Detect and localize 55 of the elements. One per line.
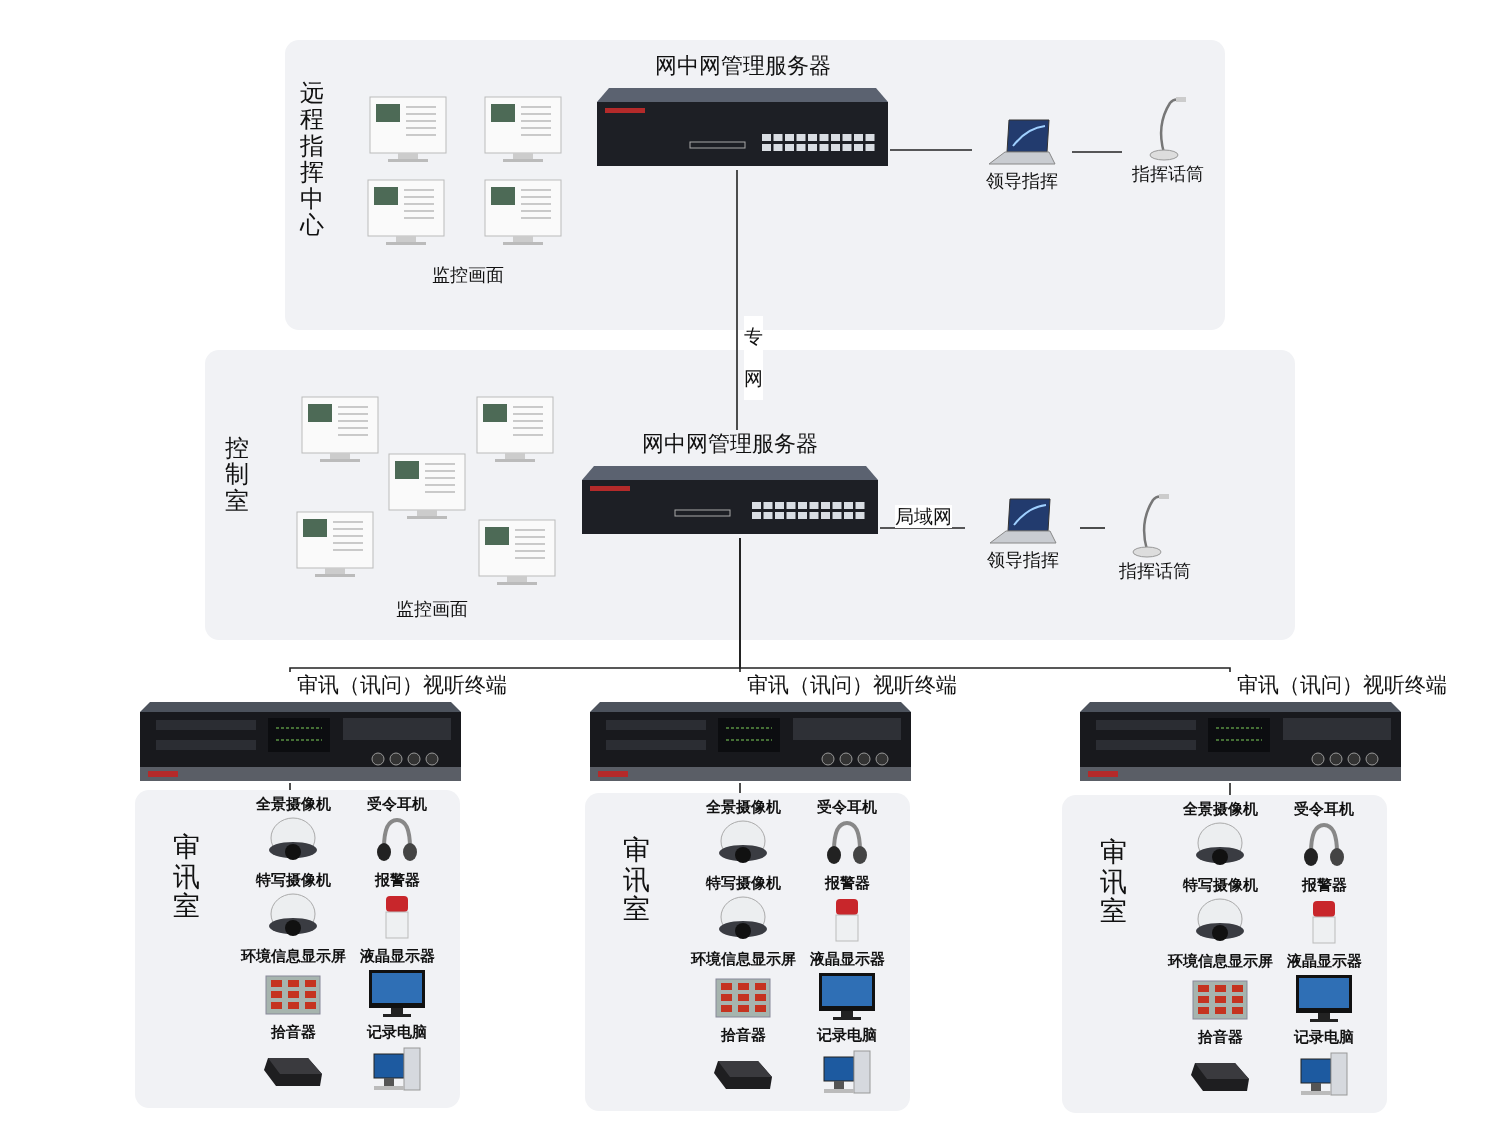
connector-line	[739, 537, 1231, 673]
device-label: 液晶显示器	[359, 947, 435, 966]
device-label: 监控画面	[431, 264, 504, 287]
device-label: 报警器	[1301, 876, 1347, 895]
device-label: 液晶显示器	[1286, 952, 1362, 971]
device-label: 报警器	[824, 874, 870, 893]
device-label: 拾音器	[720, 1026, 766, 1045]
device-label: 全景摄像机	[255, 795, 331, 814]
device-label: 全景摄像机	[1182, 800, 1258, 819]
device-label: 环境信息显示屏	[240, 947, 346, 966]
connector-line	[289, 782, 291, 791]
zone-title: 远程指挥中心	[300, 80, 324, 239]
device-label: 特写摄像机	[705, 874, 781, 893]
connector-line	[889, 149, 973, 151]
connector-line	[739, 782, 741, 794]
zone-title: 审讯室	[1100, 837, 1127, 927]
zone-title: 审讯室	[623, 835, 650, 925]
device-label: 拾音器	[270, 1023, 316, 1042]
device-label: 液晶显示器	[809, 950, 885, 969]
zone-panel	[585, 793, 910, 1111]
device-label: 拾音器	[1197, 1028, 1243, 1047]
connector-line	[1229, 782, 1231, 796]
edge-label: 专网	[744, 316, 763, 400]
device-label: 指挥话筒	[1119, 560, 1191, 583]
zone-title: 审讯室	[173, 832, 200, 922]
device-label: 审讯（讯问）视听终端	[1237, 672, 1447, 699]
device-label: 环境信息显示屏	[1167, 952, 1273, 971]
device-label: 环境信息显示屏	[690, 950, 796, 969]
device-label: 网中网管理服务器	[642, 430, 818, 458]
connector-line	[879, 527, 966, 529]
device-label: 报警器	[374, 871, 420, 890]
device-label: 受令耳机	[1294, 800, 1354, 819]
device-label: 记录电脑	[367, 1023, 427, 1042]
device-label: 监控画面	[396, 598, 468, 621]
zone-panel	[135, 790, 460, 1108]
device-label: 审讯（讯问）视听终端	[297, 672, 507, 699]
connector-line	[736, 169, 738, 431]
connector-line	[1079, 527, 1106, 529]
device-label: 记录电脑	[817, 1026, 877, 1045]
device-label: 受令耳机	[367, 795, 427, 814]
device-label: 网中网管理服务器	[654, 52, 831, 80]
zone-panel	[205, 350, 1295, 640]
device-label: 记录电脑	[1294, 1028, 1354, 1047]
device-label: 特写摄像机	[255, 871, 331, 890]
zone-title: 控制室	[225, 435, 249, 515]
device-label: 特写摄像机	[1182, 876, 1258, 895]
device-label: 领导指挥	[986, 170, 1058, 193]
zone-panel	[1062, 795, 1387, 1113]
edge-label: 局域网	[895, 505, 952, 528]
device-label: 审讯（讯问）视听终端	[747, 672, 957, 699]
connector-line	[1071, 151, 1123, 153]
device-label: 受令耳机	[817, 798, 877, 817]
device-label: 领导指挥	[986, 549, 1059, 572]
device-label: 指挥话筒	[1132, 163, 1204, 186]
device-label: 全景摄像机	[705, 798, 781, 817]
